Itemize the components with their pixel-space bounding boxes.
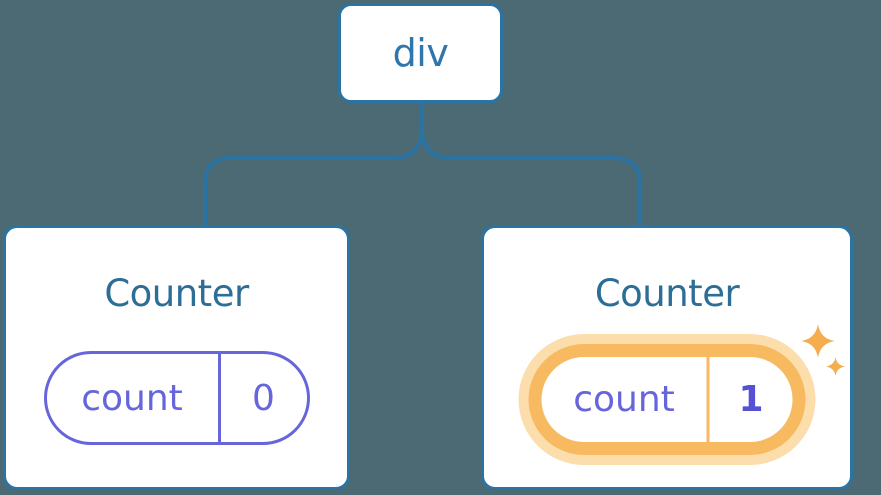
state-pill-highlighted: count 1 (528, 344, 806, 455)
component-title: Counter (104, 272, 249, 315)
connector-branch-left (203, 103, 424, 227)
component-title: Counter (594, 272, 740, 315)
state-pill: count 0 (43, 351, 310, 445)
sparkle-icon-small (826, 357, 845, 376)
state-value: 1 (706, 357, 793, 442)
state-key: count (81, 377, 183, 419)
state-value: 0 (217, 354, 307, 442)
sparkle-icon-large (801, 324, 835, 358)
connector-branch-right (420, 103, 642, 227)
root-node-label: div (392, 31, 449, 75)
component-card-counter-1: Counter count 1 (481, 225, 853, 490)
component-card-counter-0: Counter count 0 (3, 225, 350, 490)
root-node: div (338, 3, 503, 103)
state-key: count (573, 379, 675, 420)
